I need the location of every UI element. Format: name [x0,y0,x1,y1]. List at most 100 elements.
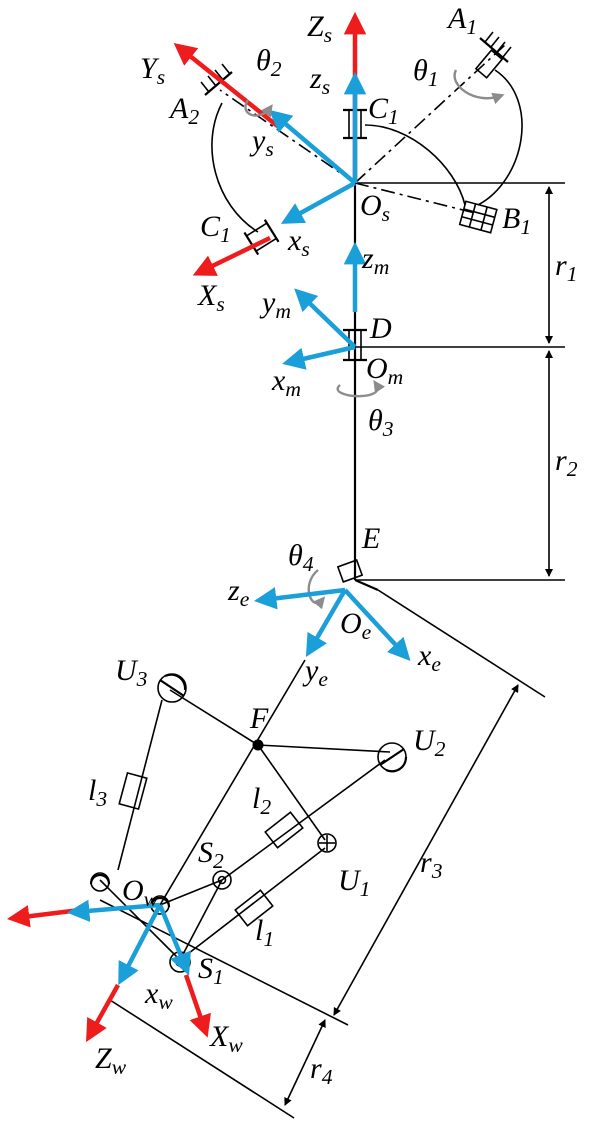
s2-s1-link [179,879,223,961]
label-r2: r2 [555,444,578,481]
leg-l2 [221,759,386,881]
l2-actuator-icon [264,811,304,849]
label-zs: zs [309,62,330,99]
theta3-rotation-icon [336,379,385,398]
label-Zs: Zs [307,10,332,47]
r3-ref-bottom [99,899,349,1026]
xw-axis-arrow [157,904,191,976]
label-U1: U1 [338,864,370,901]
label-S1: S1 [198,952,224,989]
Xw-axis-arrow [183,974,211,1038]
l3-actuator-icon [118,771,148,811]
label-U3: U3 [115,654,148,691]
s2-joint-icon [212,870,232,890]
label-Ys: Ys [140,52,165,89]
label-Om: Om [366,352,403,389]
label-Ow: Ow [122,874,159,911]
xs-axis-arrow [280,181,357,224]
ow-left-joint-icon [89,872,111,892]
om-frame [282,241,367,370]
ze-axis-arrow [253,587,346,610]
yw-axis-arrow-blue [66,899,161,923]
label-theta3: θ3 [368,404,394,441]
Yw-axis-arrow-red [6,905,81,928]
zw-axis-arrow [118,903,162,986]
ys-axis-arrow [268,109,357,185]
label-ye: ye [302,654,328,691]
label-Os: Os [360,189,390,226]
ye-axis-arrow [305,588,347,657]
d-bearing-icon [343,328,367,362]
label-Zw: Zw [95,1042,127,1079]
c1-b1-curved-link [364,124,466,206]
label-theta1: θ1 [413,54,439,91]
label-xw: xw [144,977,173,1014]
label-S2: S2 [198,836,224,873]
label-Xs: Xs [197,279,225,316]
a2-joint-icon [200,63,233,96]
label-C1-left: C1 [200,210,231,247]
leg-l3 [117,699,163,871]
label-Oe: Oe [340,607,372,644]
a2-dashed-axis [219,89,356,184]
label-A2: A2 [168,92,199,129]
Xs-axis-arrow [192,235,271,276]
f-point [252,739,264,751]
f-u1-link [257,744,326,841]
os-frame [173,11,367,276]
theta1-rotation-icon [453,69,505,105]
a1-b1-curved-link [477,69,523,206]
f-u2-link [257,744,391,753]
r3-dimension [333,684,519,1016]
leg-l1 [179,847,326,961]
xm-axis-arrow [282,344,356,370]
u2-joint-icon [377,742,408,773]
label-xe: xe [417,639,441,676]
ym-axis-arrow [294,288,357,349]
label-zm: zm [361,242,389,279]
a1-ground-icon [474,31,512,79]
e-joint [253,559,411,661]
theta2-rotation-icon [244,99,273,118]
Zw-axis-arrow [86,983,120,1043]
label-r3: r3 [420,846,443,883]
r4-ref-bottom [109,999,295,1119]
c1-left-bearing-icon [243,219,280,256]
label-U2: U2 [413,724,446,761]
ow-s1-link [99,879,181,961]
u1-joint-icon [317,833,337,853]
label-l3: l3 [88,774,107,811]
label-D: D [369,312,392,345]
b1-dashed-axis [354,182,476,214]
label-B1: B1 [502,202,531,239]
label-xs: xs [287,224,310,261]
label-ze: ze [227,574,250,611]
parallel-mechanism [89,659,408,973]
a2-c1-curved-link [211,102,259,233]
xe-axis-arrow [343,588,411,661]
ow-s2-link [159,879,223,906]
label-theta4: θ4 [288,539,314,576]
label-F: F [249,702,269,735]
u3-joint-icon [157,673,187,703]
dimension-lines [99,186,553,1119]
label-C1-top: C1 [368,92,399,129]
b1-bearing-icon [458,200,498,234]
label-xm: xm [271,364,301,401]
label-l2: l2 [252,782,271,819]
label-ym: ym [259,286,291,323]
label-theta2: θ2 [256,44,282,81]
f-u3-link [169,689,259,746]
label-E: E [361,522,380,555]
label-r4: r4 [310,1052,333,1089]
label-A1: A1 [446,2,477,39]
r4-dimension [284,1019,326,1106]
e-bearing-icon [336,559,364,583]
r3-ref-top [377,589,546,698]
ye-extension-link [159,659,306,906]
label-r1: r1 [555,249,577,286]
ow-frame [6,899,211,1043]
label-l1: l1 [255,914,274,951]
